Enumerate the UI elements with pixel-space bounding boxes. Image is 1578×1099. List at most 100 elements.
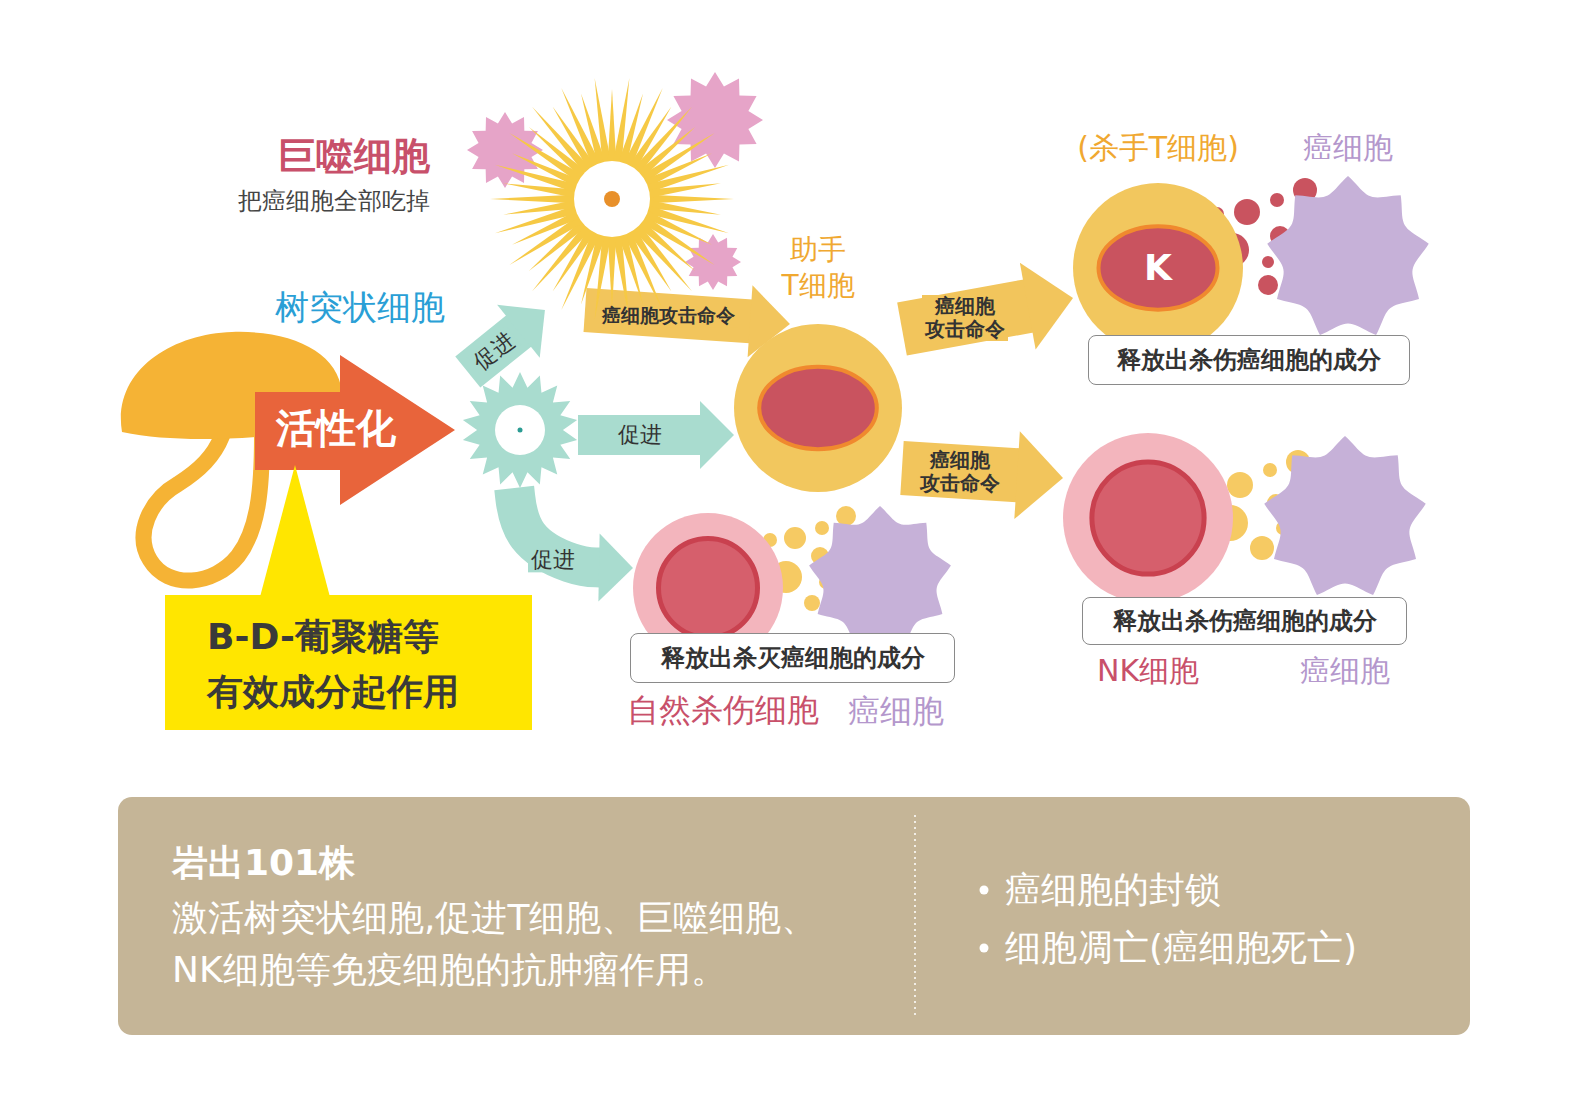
cell-nucleus	[518, 428, 523, 433]
helper-t-cell: 助手 T细胞	[734, 324, 902, 492]
block-arrow	[514, 488, 633, 601]
summary-panel: 岩出101株激活树突状细胞,促进T细胞、巨噬细胞、NK细胞等免疫细胞的抗肿瘤作用…	[118, 797, 1470, 1035]
edge-label: 促进	[615, 422, 665, 447]
callout-box: B-D-葡聚糖等 有效成分起作用	[165, 595, 532, 730]
edge-label: 癌细胞攻击命令	[599, 305, 738, 327]
cell-core	[495, 405, 545, 455]
edge-label-slot: 癌细胞 攻击命令	[917, 449, 1003, 495]
block-arrow	[578, 401, 734, 469]
text-slot: 癌细胞	[848, 692, 944, 730]
cancer-cell: 癌细胞	[1266, 176, 1430, 340]
node-title: 自然杀伤细胞	[627, 691, 819, 729]
component-dot	[1263, 463, 1277, 477]
dendritic-cell: 树突状细胞	[462, 372, 578, 488]
node-text: 细胞凋亡(癌细胞死亡)	[1005, 926, 1357, 969]
text-slot: K	[1073, 246, 1243, 289]
node-shape	[808, 506, 952, 650]
text-slot: 岩出101株	[172, 841, 355, 884]
component-dot	[1262, 256, 1274, 268]
cell-body	[734, 324, 902, 492]
node-text: 激活树突状细胞,促进T细胞、巨噬细胞、NK细胞等免疫细胞的抗肿瘤作用。	[172, 892, 844, 996]
node-shape	[1266, 176, 1430, 340]
text-slot: 自然杀伤细胞	[627, 691, 819, 729]
text-slot: 把癌细胞全部吃掉	[238, 187, 430, 216]
effect-box: 释放出杀灭癌细胞的成分	[630, 633, 955, 683]
macrophage-cell: 巨噬细胞把癌细胞全部吃掉	[517, 104, 707, 310]
component-dot	[815, 521, 829, 535]
node-text: K	[1073, 246, 1243, 289]
node-shape	[734, 324, 902, 492]
block-arrow	[585, 285, 790, 357]
node-title: 助手 T细胞	[778, 232, 858, 305]
edge-label-slot: 癌细胞攻击命令	[599, 305, 738, 327]
killer-t-cell: (杀手T细胞)K	[1073, 183, 1243, 353]
arrow-head	[1014, 431, 1063, 519]
node-title: 癌细胞	[848, 692, 944, 730]
cell-nucleus	[659, 539, 758, 638]
text-slot: 癌细胞	[1256, 130, 1440, 166]
text-slot: 巨噬细胞	[278, 134, 430, 180]
text-slot: 癌细胞的封锁	[1005, 868, 1221, 911]
component-dot	[1250, 536, 1274, 560]
text-slot: 释放出杀伤癌细胞的成分	[1089, 336, 1409, 384]
text-slot: 激活树突状细胞,促进T细胞、巨噬细胞、NK细胞等免疫细胞的抗肿瘤作用。	[172, 892, 844, 996]
edge-label-slot: 促进	[466, 326, 521, 377]
text-slot: 癌细胞	[1253, 653, 1437, 689]
text-slot: NK细胞	[1048, 653, 1248, 689]
edge-label: 促进	[528, 547, 578, 572]
component-dot	[804, 595, 820, 611]
cell-body	[1073, 183, 1243, 353]
text-slot: 释放出杀伤癌细胞的成分	[1083, 598, 1406, 644]
cell-nucleus	[604, 191, 620, 207]
node-title: 癌细胞	[1253, 653, 1437, 689]
cell-body	[463, 372, 577, 488]
panel-divider	[914, 815, 916, 1015]
arrow-body	[578, 415, 701, 455]
node-shape	[517, 104, 707, 310]
edge-label-slot: 促进	[615, 422, 665, 447]
text-slot: 助手 T细胞	[778, 232, 858, 305]
node-title: 岩出101株	[172, 841, 355, 884]
bullet-dot	[980, 886, 989, 895]
node-title: 癌细胞	[1256, 130, 1440, 166]
cancer-body	[1267, 176, 1429, 335]
text-slot: 细胞凋亡(癌细胞死亡)	[1005, 926, 1357, 969]
activation-label: 活性化	[276, 404, 396, 452]
arrow-head	[1020, 263, 1073, 350]
component-dot	[836, 506, 856, 526]
arrow-head	[598, 533, 633, 601]
cell-body	[574, 161, 650, 237]
node-shape	[1063, 433, 1233, 603]
cell-nucleus	[1092, 462, 1204, 574]
block-arrow	[902, 263, 1073, 350]
node-shape	[1263, 436, 1427, 600]
mushroom-stem	[144, 436, 262, 581]
component-dot	[784, 527, 806, 549]
text-slot: 树突状细胞	[275, 287, 445, 328]
arrow-head	[700, 401, 734, 469]
node-title: B-D-葡聚糖等 有效成分起作用	[207, 609, 512, 719]
callout-pointer	[260, 465, 330, 597]
text-slot: (杀手T细胞)	[1043, 130, 1273, 166]
node-title: 巨噬细胞	[278, 134, 430, 180]
component-dot	[1234, 199, 1260, 225]
cancer-body	[809, 506, 951, 646]
cancer-cell: 癌细胞	[808, 506, 952, 650]
macrophage-ray	[509, 214, 585, 265]
text-slot: 活性化	[276, 404, 396, 452]
cancer-body	[1264, 436, 1426, 595]
component-dot	[1227, 472, 1253, 498]
node-title: 释放出杀伤癌细胞的成分	[1113, 607, 1377, 636]
cell-body	[1063, 433, 1233, 603]
node-title: NK细胞	[1048, 653, 1248, 689]
macrophage-ray	[638, 133, 714, 184]
text-slot: 释放出杀灭癌细胞的成分	[631, 634, 954, 682]
cell-nucleus	[759, 367, 877, 449]
node-title: (杀手T细胞)	[1043, 130, 1273, 166]
edge-label-slot: 癌细胞 攻击命令	[922, 295, 1008, 341]
node-title: 释放出杀灭癌细胞的成分	[661, 644, 925, 673]
effect-box: 释放出杀伤癌细胞的成分	[1088, 335, 1410, 385]
cancer-cell-small	[685, 234, 741, 290]
activation-arrow	[255, 355, 455, 505]
